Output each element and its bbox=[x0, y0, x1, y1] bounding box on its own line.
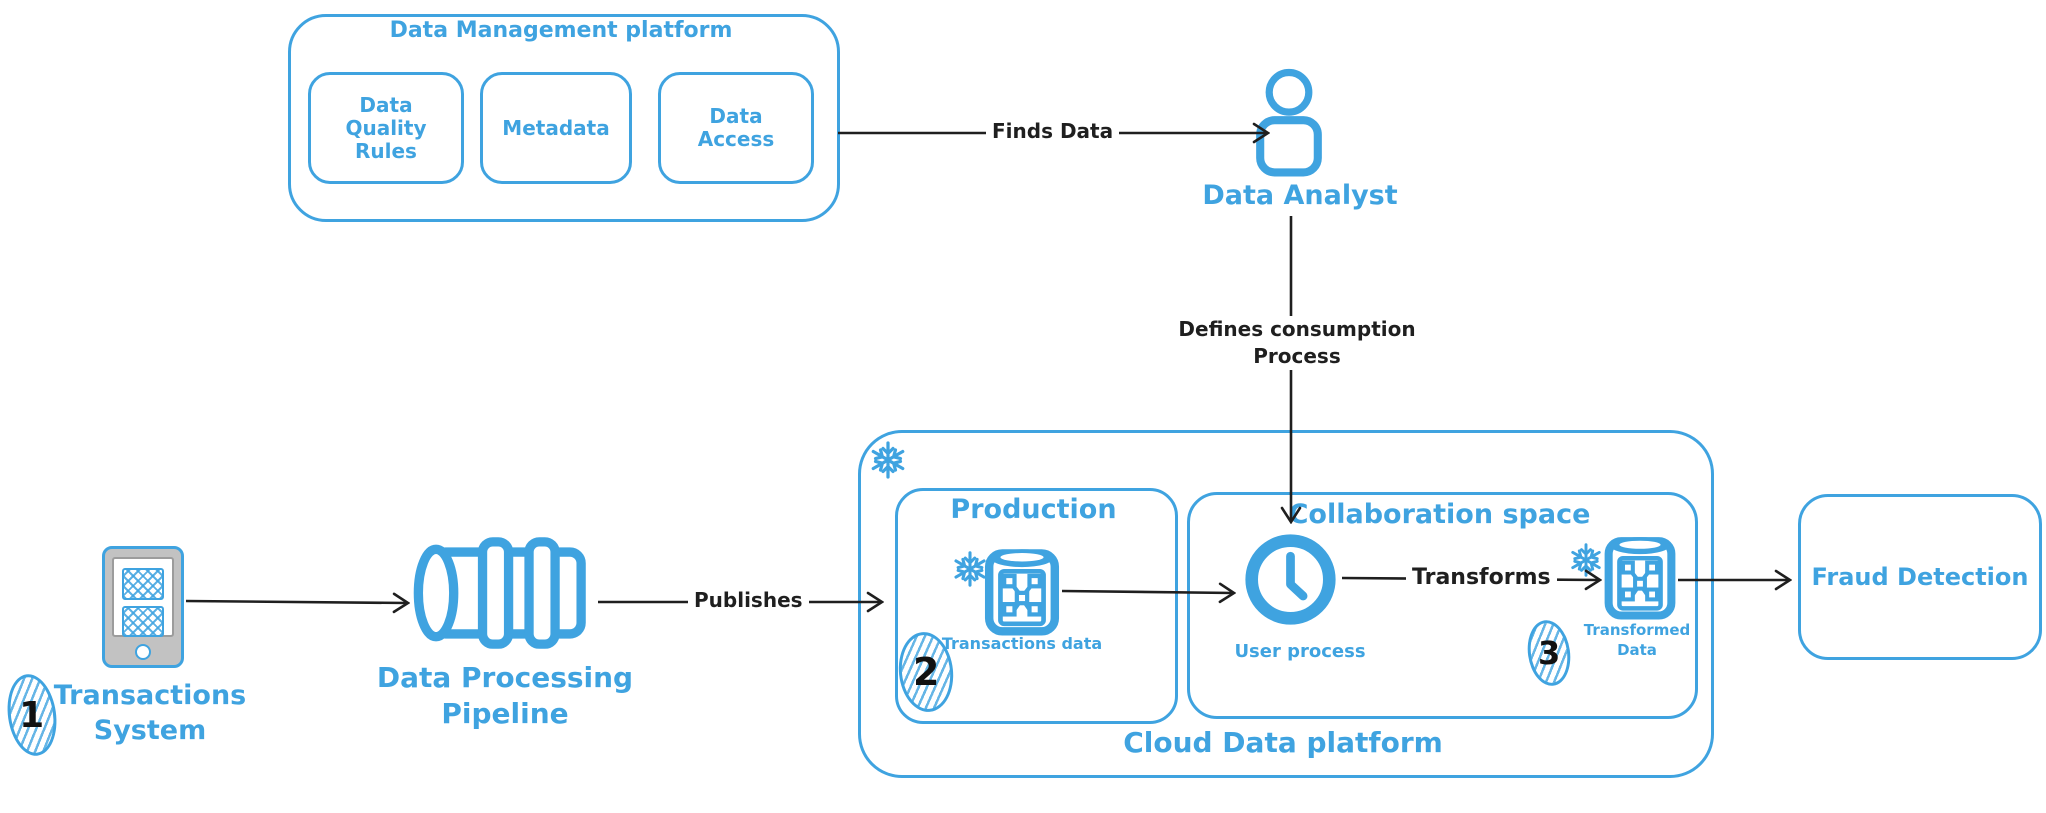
metadata-label: Metadata bbox=[502, 116, 610, 140]
mobile-device-icon bbox=[102, 546, 184, 668]
cloud-data-platform-box bbox=[858, 430, 1714, 778]
phone-content-row bbox=[122, 606, 164, 637]
collaboration-space-box bbox=[1187, 492, 1698, 719]
fraud-detection-box: Fraud Detection bbox=[1798, 494, 2042, 660]
data-analyst-label: Data Analyst bbox=[1202, 180, 1398, 211]
database-dataset-icon bbox=[1604, 534, 1676, 620]
pipeline-cylinder-icon bbox=[410, 536, 596, 650]
production-title: Production bbox=[950, 494, 1117, 525]
transformed-data-label: Transformed Data bbox=[1583, 621, 1691, 660]
data-processing-pipeline-label: Data Processing Pipeline bbox=[376, 661, 634, 731]
phone-home-button bbox=[135, 644, 151, 660]
cloud-data-platform-title: Cloud Data platform bbox=[1123, 726, 1443, 759]
clock-icon bbox=[1241, 531, 1340, 628]
transactions-data-label: Transactions data bbox=[941, 634, 1103, 653]
arrow-transactions-to-pipeline bbox=[185, 601, 408, 603]
phone-content-row bbox=[122, 568, 164, 600]
step-badge-3-number: 3 bbox=[1537, 634, 1561, 673]
transforms-label: Transforms bbox=[1406, 565, 1557, 590]
finds-data-label: Finds Data bbox=[986, 119, 1120, 143]
step-badge-2-number: 2 bbox=[912, 650, 940, 695]
data-quality-rules-label: Data Quality Rules bbox=[345, 92, 427, 163]
user-process-label: User process bbox=[1234, 641, 1366, 662]
data-quality-rules-box: Data Quality Rules bbox=[308, 72, 464, 184]
snowflake-icon bbox=[868, 440, 908, 480]
data-access-label: Data Access bbox=[697, 104, 775, 151]
fraud-detection-label: Fraud Detection bbox=[1811, 563, 2029, 591]
metadata-box: Metadata bbox=[480, 72, 632, 184]
collaboration-space-title: Collaboration space bbox=[1288, 499, 1591, 530]
person-icon bbox=[1253, 66, 1325, 178]
defines-consumption-label: Defines consumption Process bbox=[1156, 316, 1438, 370]
data-access-box: Data Access bbox=[658, 72, 814, 184]
phone-screen bbox=[112, 557, 174, 637]
data-management-platform-box bbox=[288, 14, 840, 222]
transactions-system-label: Transactions System bbox=[53, 680, 247, 747]
data-management-platform-title: Data Management platform bbox=[389, 18, 733, 43]
database-dataset-icon bbox=[984, 546, 1060, 636]
publishes-label: Publishes bbox=[688, 588, 809, 612]
production-box bbox=[895, 488, 1178, 724]
snowflake-icon bbox=[1568, 542, 1604, 578]
